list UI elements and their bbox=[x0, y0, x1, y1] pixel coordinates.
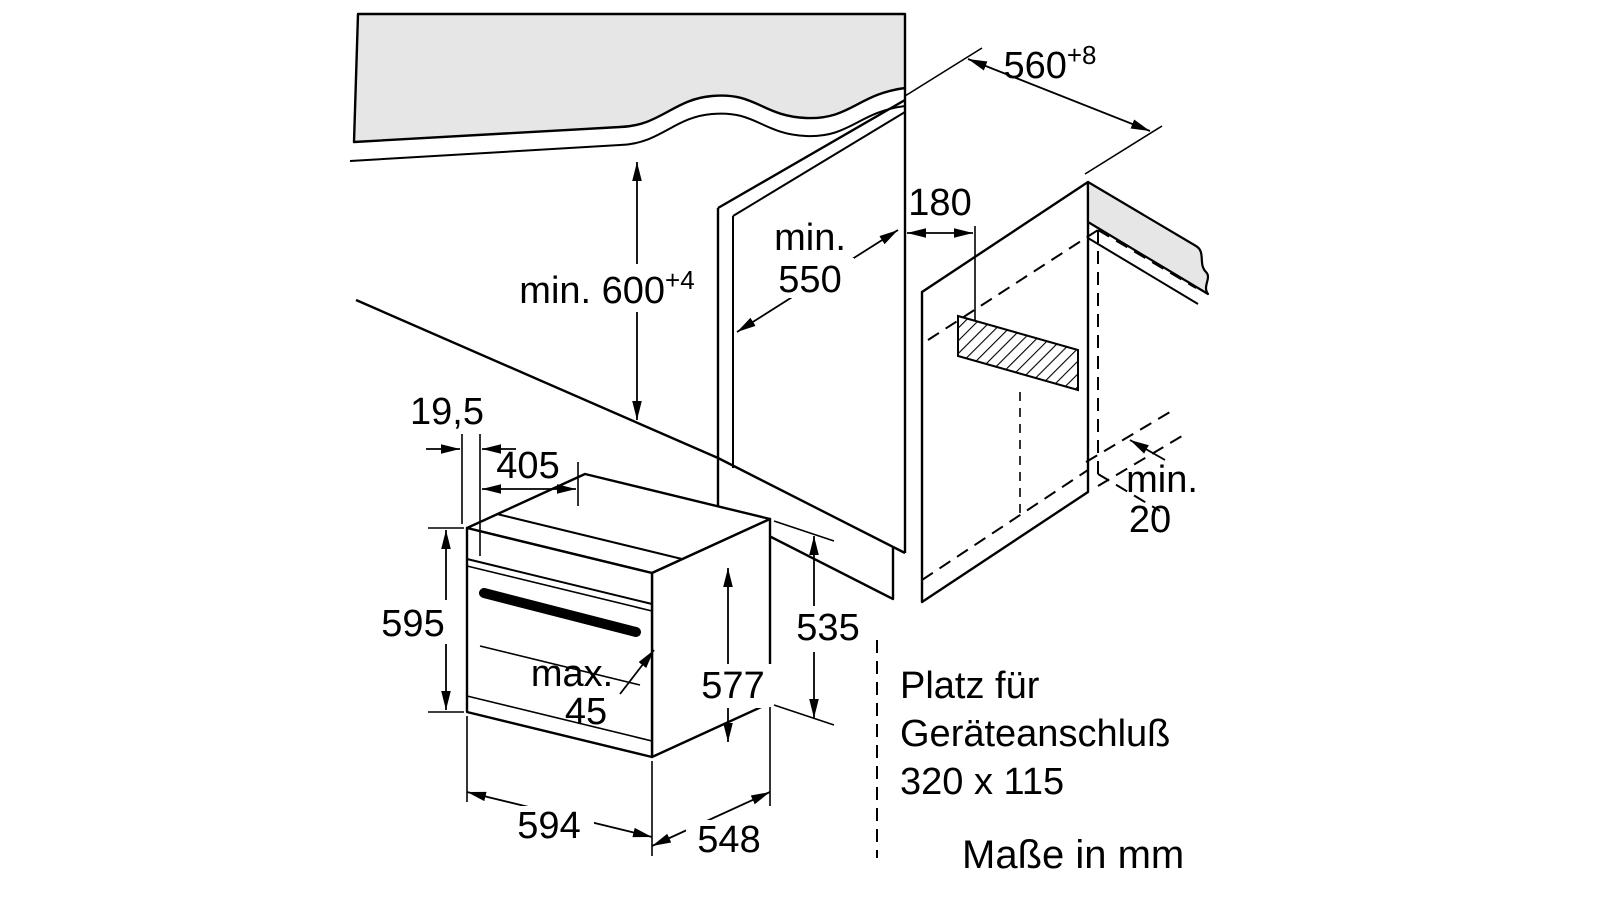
units-note: Maße in mm bbox=[962, 833, 1184, 877]
dim-handle-word: max. bbox=[531, 653, 613, 695]
worktop-thickness-edge bbox=[349, 105, 906, 162]
rear-gap-line-2 bbox=[1097, 435, 1183, 487]
dim-handle-leader bbox=[619, 649, 655, 695]
niche-top-inner-edge bbox=[732, 111, 906, 217]
dim-niche-depth-value: 550 bbox=[778, 259, 841, 301]
oven-front-face bbox=[465, 526, 654, 759]
dim-niche-depth-word: min. bbox=[774, 217, 846, 259]
niche-cabinet bbox=[355, 88, 907, 601]
door-glass-line bbox=[479, 645, 641, 686]
connection-note-line-3: 320 x 115 bbox=[900, 761, 1064, 803]
dim-body-height-ext-2 bbox=[773, 704, 835, 726]
dim-top-depth-label: 405 bbox=[496, 445, 559, 487]
dim-inner-height-label: 577 bbox=[701, 665, 764, 707]
hidden-right-edge bbox=[1097, 229, 1197, 289]
worktop-right-thickness bbox=[1087, 237, 1199, 305]
dim-rear-gap-word: min. bbox=[1126, 459, 1198, 501]
worktop-top-surface bbox=[352, 12, 907, 144]
connection-space: Platz für Geräteanschluß 320 x 115 Maße … bbox=[876, 640, 1184, 877]
dim-niche-height-label: min. 600+4 bbox=[519, 265, 694, 312]
niche-bottom-edge bbox=[717, 456, 906, 555]
cabinet-plinth bbox=[716, 458, 895, 601]
dim-oven-depth-label: 548 bbox=[697, 819, 760, 861]
dim-oven-width-label: 594 bbox=[517, 805, 580, 847]
hidden-floor-edge bbox=[921, 469, 1089, 581]
niche-top-edge bbox=[717, 98, 906, 210]
vent-cutout-hatch bbox=[957, 314, 1079, 392]
label-mask bbox=[692, 664, 774, 708]
dim-body-height-label: 535 bbox=[796, 607, 859, 649]
label-mask bbox=[370, 600, 456, 644]
connection-note-line-2: Geräteanschluß bbox=[900, 713, 1170, 755]
right-cabinet bbox=[920, 180, 1210, 604]
label-mask bbox=[766, 220, 854, 256]
label-mask bbox=[500, 264, 714, 312]
dim-door-offset-label: 19,5 bbox=[410, 391, 484, 433]
dim-body-height-ext-1 bbox=[773, 520, 835, 542]
dim-niche-width-arrow bbox=[967, 58, 1151, 132]
dim-rear-gap-value: 20 bbox=[1129, 499, 1171, 541]
side-panel bbox=[920, 180, 1090, 604]
dim-oven-height-label: 595 bbox=[381, 603, 444, 645]
upper-dimensions: min. 600+4 min. 550 180 560+8 min. 20 bbox=[500, 40, 1198, 541]
label-mask bbox=[784, 606, 872, 652]
control-panel-line-2 bbox=[466, 565, 653, 612]
connection-note-line-1: Platz für bbox=[900, 665, 1040, 707]
door-handle bbox=[479, 588, 641, 637]
dim-handle-value: 45 bbox=[565, 691, 607, 733]
worktop-right-surface bbox=[1086, 180, 1210, 296]
cabinet-run-edge bbox=[355, 298, 719, 460]
oven bbox=[465, 472, 772, 759]
door-bottom-line bbox=[466, 695, 653, 742]
label-mask bbox=[766, 258, 854, 298]
dim-rear-gap-leader bbox=[1129, 439, 1166, 461]
control-panel-line-1 bbox=[466, 558, 653, 605]
dim-niche-width-ext-1 bbox=[904, 47, 983, 97]
dim-vent-offset-label: 180 bbox=[908, 182, 971, 224]
dim-niche-width-ext-2 bbox=[1084, 125, 1163, 175]
dim-oven-depth-arrow bbox=[651, 791, 771, 847]
worktop-left bbox=[349, 12, 907, 162]
oven-dimensions: 19,5 405 595 max. 45 577 535 594 bbox=[370, 391, 872, 862]
hidden-top-edge bbox=[927, 229, 1099, 341]
oven-top-inner-line bbox=[496, 513, 683, 560]
rear-gap-line-1 bbox=[1085, 411, 1171, 463]
dim-niche-width-label: 560+8 bbox=[1003, 40, 1096, 87]
label-mask bbox=[504, 806, 594, 848]
label-mask bbox=[686, 820, 772, 862]
